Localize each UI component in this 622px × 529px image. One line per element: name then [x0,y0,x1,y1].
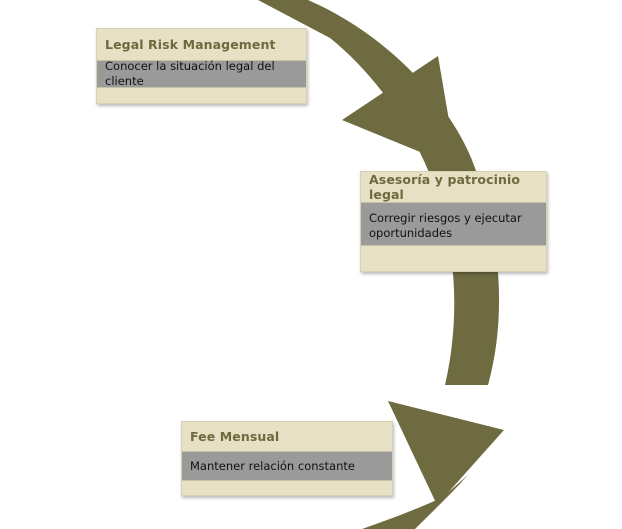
card-description: Conocer la situación legal del cliente [97,59,306,88]
card-description: Mantener relación constante [182,451,392,481]
card-title: Fee Mensual [190,429,280,444]
arrow-tail-bottom [362,475,468,529]
fee-mensual-card: Fee Mensual Mantener relación constante [181,421,393,496]
asesoria-patrocinio-card: Asesoría y patrocinio legal Corregir rie… [360,171,547,272]
card-title: Asesoría y patrocinio legal [369,172,521,202]
arrowhead-top [342,56,457,167]
card-description: Corregir riesgos y ejecutar oportunidade… [361,202,546,246]
legal-risk-management-card: Legal Risk Management Conocer la situaci… [96,28,307,104]
arrowhead-middle [388,401,504,505]
card-title: Legal Risk Management [105,37,276,52]
